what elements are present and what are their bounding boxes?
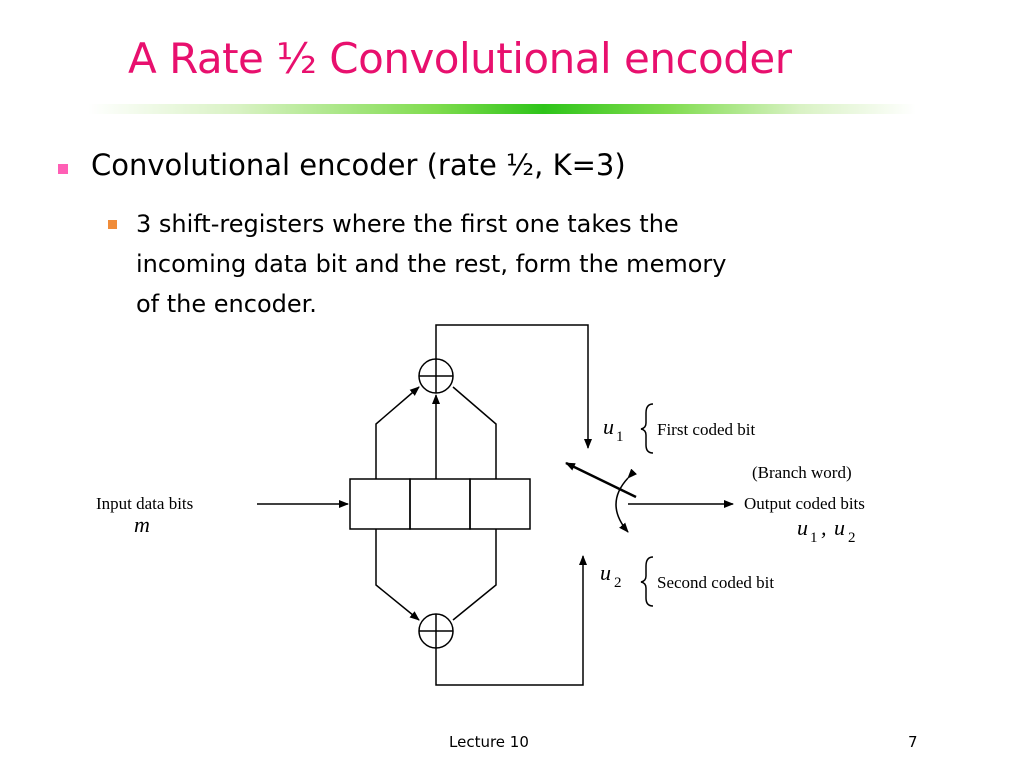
u1-subscript: 1 (616, 429, 624, 445)
subbullet-line-3: of the encoder. (136, 290, 317, 318)
branch-word-label: (Branch word) (752, 463, 852, 482)
first-coded-label: First coded bit (657, 420, 755, 439)
upper-adder-connections (375, 324, 592, 479)
page-number: 7 (908, 733, 918, 751)
subbullet-line-1: 3 shift-registers where the first one ta… (136, 210, 679, 238)
lower-adder-icon (418, 613, 454, 649)
footer-lecture: Lecture 10 (449, 733, 529, 751)
bullet-text: Convolutional encoder (rate ½, K=3) (91, 148, 626, 182)
u2-subscript: 2 (614, 575, 622, 591)
output-u2-variable: u (834, 515, 845, 540)
input-label: Input data bits (96, 494, 193, 513)
subbullet-text: 3 shift-registers where the first one ta… (136, 204, 896, 324)
subbullet-square-icon (108, 220, 117, 229)
u2-variable: u (600, 560, 611, 585)
second-coded-label: Second coded bit (657, 573, 774, 592)
output-u1-subscript: 1 (810, 530, 818, 546)
register-cell-1 (349, 478, 411, 530)
output-label: Output coded bits (744, 494, 865, 513)
subbullet-line-2: incoming data bit and the rest, form the… (136, 250, 727, 278)
output-u1-variable: u (797, 515, 808, 540)
bullet-square-icon (58, 164, 68, 174)
register-cell-2 (409, 478, 471, 530)
output-comma: , (821, 515, 827, 540)
title-underline (88, 104, 916, 114)
upper-adder-icon (418, 358, 454, 394)
slide-title: A Rate ½ Convolutional encoder (128, 34, 792, 83)
first-coded-brace-icon (640, 403, 654, 454)
second-coded-brace-icon (640, 556, 654, 607)
u1-variable: u (603, 414, 614, 439)
register-cell-3 (469, 478, 531, 530)
input-variable: m (134, 512, 150, 537)
commutator-switch-icon (565, 461, 734, 533)
shift-register (349, 478, 531, 530)
lower-adder-connections (375, 529, 587, 686)
output-u2-subscript: 2 (848, 530, 856, 546)
